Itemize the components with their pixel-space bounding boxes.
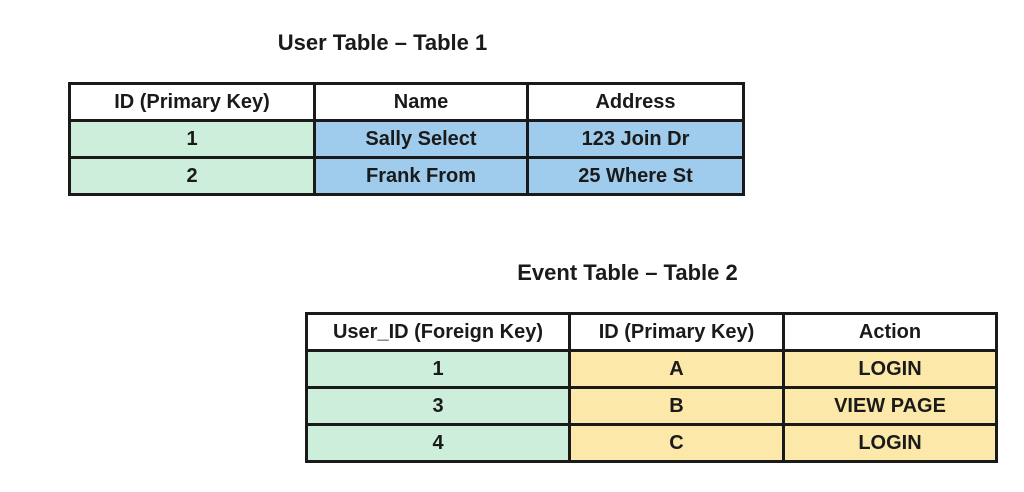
table-cell: Sally Select <box>313 119 529 159</box>
user-table-title: User Table – Table 1 <box>277 30 488 55</box>
table-cell: LOGIN <box>782 423 998 463</box>
table-cell: 4 <box>305 423 571 463</box>
table-cell: 1 <box>305 349 571 389</box>
table-cell: 25 Where St <box>526 156 745 196</box>
column-header: User_ID (Foreign Key) <box>305 312 571 352</box>
column-header: ID (Primary Key) <box>68 82 316 122</box>
event-table: User_ID (Foreign Key)ID (Primary Key)Act… <box>305 312 998 463</box>
column-header: Action <box>782 312 998 352</box>
table-cell: 2 <box>68 156 316 196</box>
user-table-section: User Table – Table 1 ID (Primary Key)Nam… <box>68 28 745 196</box>
table-cell: 3 <box>305 386 571 426</box>
table-cell: VIEW PAGE <box>782 386 998 426</box>
table-cell: 1 <box>68 119 316 159</box>
table-cell: B <box>568 386 785 426</box>
event-table-title: Event Table – Table 2 <box>517 260 738 285</box>
header-row: User_ID (Foreign Key)ID (Primary Key)Act… <box>305 312 998 352</box>
table-cell: C <box>568 423 785 463</box>
column-header: Address <box>526 82 745 122</box>
table-cell: Frank From <box>313 156 529 196</box>
event-table-section: Event Table – Table 2 User_ID (Foreign K… <box>305 258 998 463</box>
table-cell: A <box>568 349 785 389</box>
table-cell: 123 Join Dr <box>526 119 745 159</box>
column-header: Name <box>313 82 529 122</box>
table-cell: LOGIN <box>782 349 998 389</box>
column-header: ID (Primary Key) <box>568 312 785 352</box>
